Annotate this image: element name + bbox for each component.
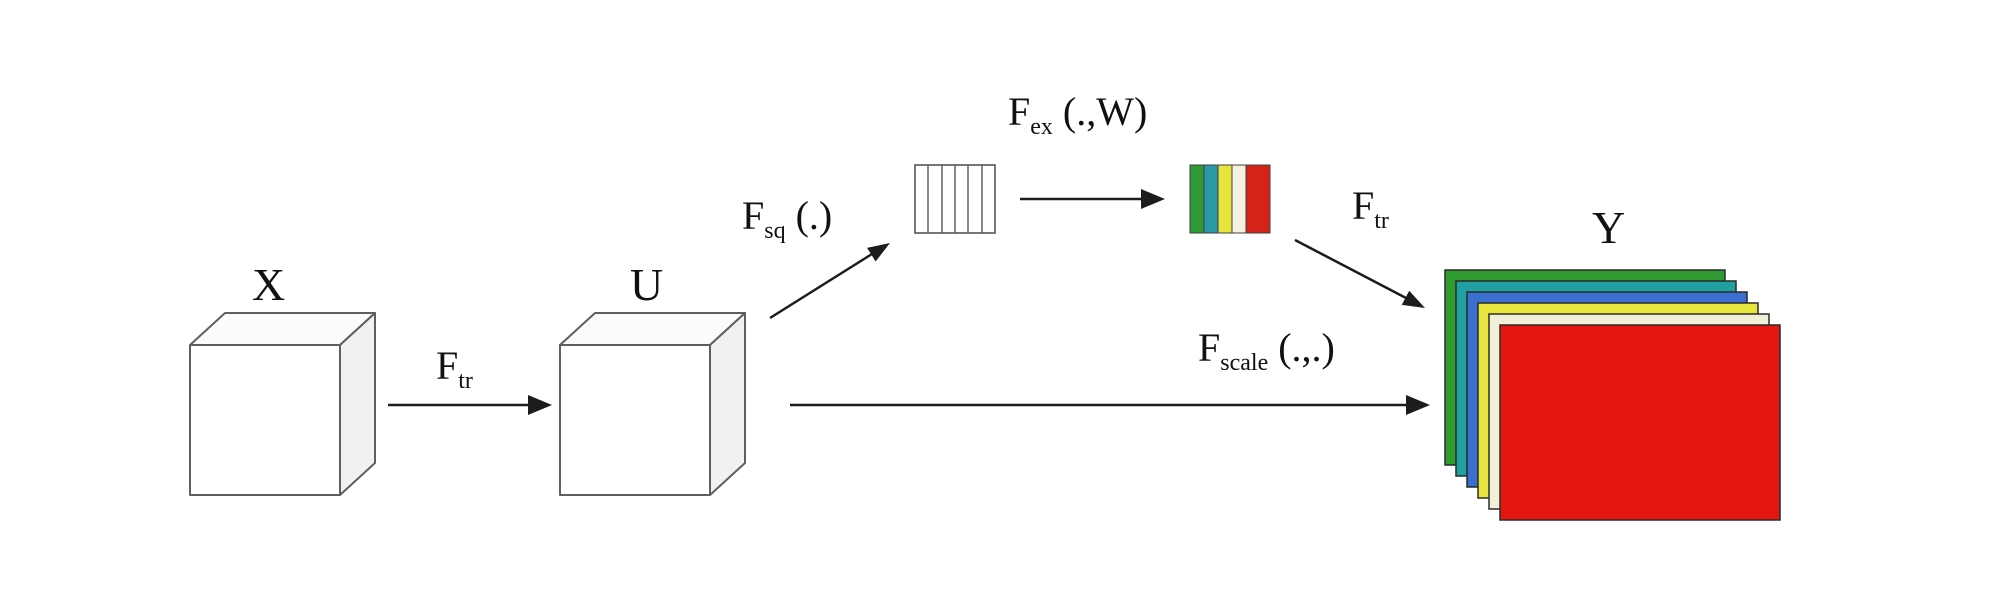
arrow-transform-in — [388, 395, 552, 415]
squeeze-vector — [914, 164, 996, 234]
arrow-transform-out-shaft — [1294, 238, 1407, 300]
input-label-text: X — [252, 259, 286, 310]
op-args: (.,W) — [1052, 89, 1148, 134]
op-sub: tr — [1374, 208, 1389, 234]
squeeze-label: Fsq (.) — [742, 193, 833, 244]
output-layer-red — [1499, 324, 1781, 521]
arrow-excitation — [1020, 189, 1165, 209]
input-cube-front — [189, 344, 341, 496]
excitation-stripe-yellow — [1217, 164, 1233, 234]
op-args: (.,.) — [1268, 325, 1335, 370]
arrow-transform-out-head — [1401, 290, 1425, 308]
excitation-stripe-cream — [1231, 164, 1247, 234]
input-label: X — [252, 262, 285, 308]
op-sub: sq — [764, 218, 786, 244]
op-args: (.) — [785, 193, 833, 238]
transform-in-label: Ftr — [436, 343, 473, 394]
excitation-stripe-red — [1245, 164, 1271, 234]
excitation-label: Fex (.,W) — [1008, 89, 1148, 140]
output-tensor — [1444, 269, 1781, 521]
excitation-vector — [1189, 164, 1271, 234]
arrow-excitation-head — [1141, 189, 1165, 209]
arrow-squeeze-head — [867, 243, 890, 262]
arrow-scale — [790, 395, 1430, 415]
features-label-text: U — [630, 259, 664, 310]
arrow-squeeze-shaft — [769, 252, 873, 320]
op-sub: ex — [1030, 114, 1053, 140]
scale-label: Fscale (.,.) — [1198, 325, 1335, 376]
arrow-scale-head — [1406, 395, 1430, 415]
output-label: Y — [1592, 205, 1625, 251]
features-label: U — [630, 262, 663, 308]
feature-cube-front — [559, 344, 711, 496]
input-cube-side — [339, 312, 376, 496]
arrow-transform-in-head — [528, 395, 552, 415]
feature-cube — [559, 312, 746, 496]
output-label-text: Y — [1592, 202, 1626, 253]
arrow-transform-out — [1294, 238, 1425, 308]
excitation-stripe-teal — [1203, 164, 1219, 234]
op-name: F — [742, 193, 765, 238]
feature-cube-side — [709, 312, 746, 496]
op-name: F — [1352, 183, 1375, 228]
arrow-squeeze — [769, 243, 890, 320]
excitation-stripe-green — [1189, 164, 1205, 234]
input-cube — [189, 312, 376, 496]
op-name: F — [1198, 325, 1221, 370]
op-sub: scale — [1220, 350, 1269, 376]
op-name: F — [436, 343, 459, 388]
op-sub: tr — [458, 368, 473, 394]
transform-out-label: Ftr — [1352, 183, 1389, 234]
op-name: F — [1008, 89, 1031, 134]
